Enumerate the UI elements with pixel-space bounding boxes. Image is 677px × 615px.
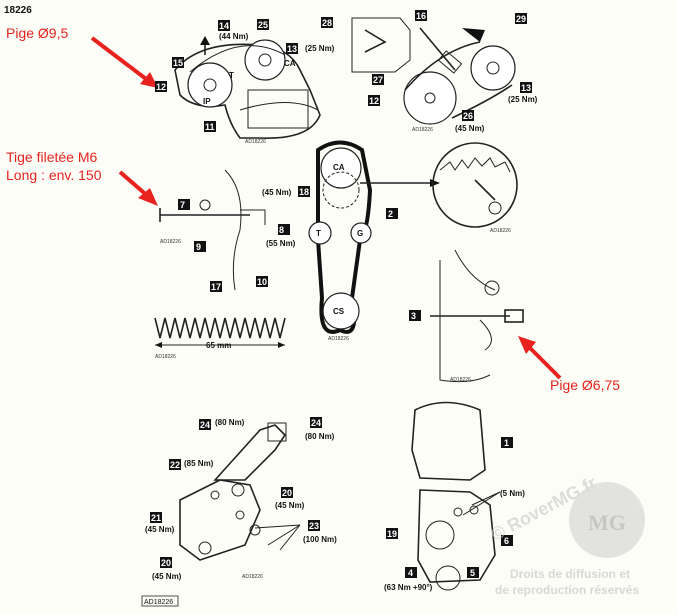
- callout-6: 6: [504, 536, 509, 546]
- dimension-65mm: 65 mm: [206, 341, 231, 350]
- torque-80-a: (80 Nm): [215, 418, 245, 427]
- callout-13-b: 13: [521, 83, 531, 93]
- label-ca-top: CA: [284, 59, 296, 68]
- ad-code-6: AD18226: [155, 354, 176, 360]
- label-ip: IP: [203, 97, 211, 106]
- callout-18: 18: [299, 187, 309, 197]
- torque-100: (100 Nm): [303, 535, 337, 544]
- doc-reference: 18226: [4, 5, 32, 16]
- callout-17: 17: [211, 282, 221, 292]
- callout-4: 4: [408, 568, 413, 578]
- callout-3: 3: [411, 311, 416, 321]
- callout-26: 26: [463, 111, 473, 121]
- callout-8: 8: [279, 225, 284, 235]
- torque-55: (55 Nm): [266, 239, 296, 248]
- ad-code-7: AD18226: [450, 377, 471, 383]
- torque-80-b: (80 Nm): [305, 432, 335, 441]
- torque-85: (85 Nm): [184, 459, 214, 468]
- cam-detail-circle: [432, 142, 518, 228]
- callout-16: 16: [416, 11, 426, 21]
- callout-15: 15: [173, 58, 183, 68]
- torque-44: (44 Nm): [219, 32, 249, 41]
- spring: [154, 317, 286, 348]
- label-ca-mid: CA: [333, 163, 345, 172]
- torque-45-a: (45 Nm): [455, 124, 485, 133]
- note-pige-9-5: Pige Ø9,5: [6, 25, 68, 41]
- torque-45-c: (45 Nm): [275, 501, 305, 510]
- cam-lock-assembly: [351, 17, 516, 125]
- callout-5: 5: [470, 568, 475, 578]
- ad-code-bottom: AD18226: [144, 599, 173, 606]
- svg-text:MG: MG: [588, 510, 626, 535]
- callout-24-a: 24: [200, 420, 210, 430]
- callout-29: 29: [516, 14, 526, 24]
- callout-25: 25: [258, 20, 268, 30]
- watermark-rights2: de reproduction réservés: [495, 583, 639, 597]
- red-arrowhead-pige-9-5: [140, 72, 158, 88]
- label-g: G: [357, 229, 363, 238]
- callout-20-b: 20: [161, 558, 171, 568]
- callout-22: 22: [170, 460, 180, 470]
- callout-14: 14: [219, 21, 229, 31]
- callout-23: 23: [309, 521, 319, 531]
- red-arrowhead-tige: [138, 188, 158, 206]
- callout-27: 27: [373, 75, 383, 85]
- ad-code-8: AD18226: [242, 574, 263, 580]
- red-arrow-pige-9-5: [90, 36, 152, 84]
- torque-25-b: (25 Nm): [508, 95, 538, 104]
- timing-covers: [411, 401, 501, 591]
- label-t-top: T: [229, 71, 234, 80]
- callout-2: 2: [388, 209, 393, 219]
- torque-45-e: (45 Nm): [152, 572, 182, 581]
- callout-1: 1: [504, 438, 509, 448]
- callout-13-a: 13: [287, 44, 297, 54]
- note-pige-6-75: Pige Ø6,75: [550, 377, 620, 393]
- engine-mount-assembly: [179, 422, 301, 561]
- torque-63: (63 Nm +90°): [384, 583, 433, 592]
- callout-9: 9: [196, 242, 201, 252]
- callout-28: 28: [322, 18, 332, 28]
- red-arrowhead-pige-6-75: [518, 336, 536, 354]
- callout-20-a: 20: [282, 488, 292, 498]
- ad-code-2: AD18226: [412, 127, 433, 133]
- watermark-rights1: Droits de diffusion et: [510, 567, 630, 581]
- note-tige-line1: Tige filetée M6: [6, 149, 98, 165]
- threaded-rod-assembly: [159, 169, 266, 291]
- ad-code-5: AD18226: [160, 239, 181, 245]
- crank-pin-assembly: [430, 249, 524, 383]
- callout-10: 10: [257, 277, 267, 287]
- label-t-mid: T: [316, 229, 321, 238]
- cam-pump-assembly: IP T CA: [174, 36, 321, 139]
- red-arrow-pige-6-75: [526, 344, 562, 380]
- ad-code-4: AD18226: [490, 228, 511, 234]
- torque-5: (5 Nm): [500, 489, 525, 498]
- callout-21: 21: [151, 513, 161, 523]
- torque-45-d: (45 Nm): [145, 525, 175, 534]
- callout-7: 7: [180, 200, 185, 210]
- callout-24-b: 24: [311, 418, 321, 428]
- mg-logo-icon: [569, 482, 645, 558]
- callout-19: 19: [387, 529, 397, 539]
- callout-11: 11: [205, 122, 215, 132]
- torque-25-a: (25 Nm): [305, 44, 335, 53]
- label-cs: CS: [333, 307, 345, 316]
- ad-code-3: AD18226: [328, 336, 349, 342]
- torque-45-b: (45 Nm): [262, 188, 292, 197]
- belt-routing: CA CS G T: [308, 140, 440, 334]
- note-tige-line2: Long : env. 150: [6, 167, 102, 183]
- callout-12-b: 12: [369, 96, 379, 106]
- ad-code-1: AD18226: [245, 139, 266, 145]
- callout-12-a: 12: [156, 82, 166, 92]
